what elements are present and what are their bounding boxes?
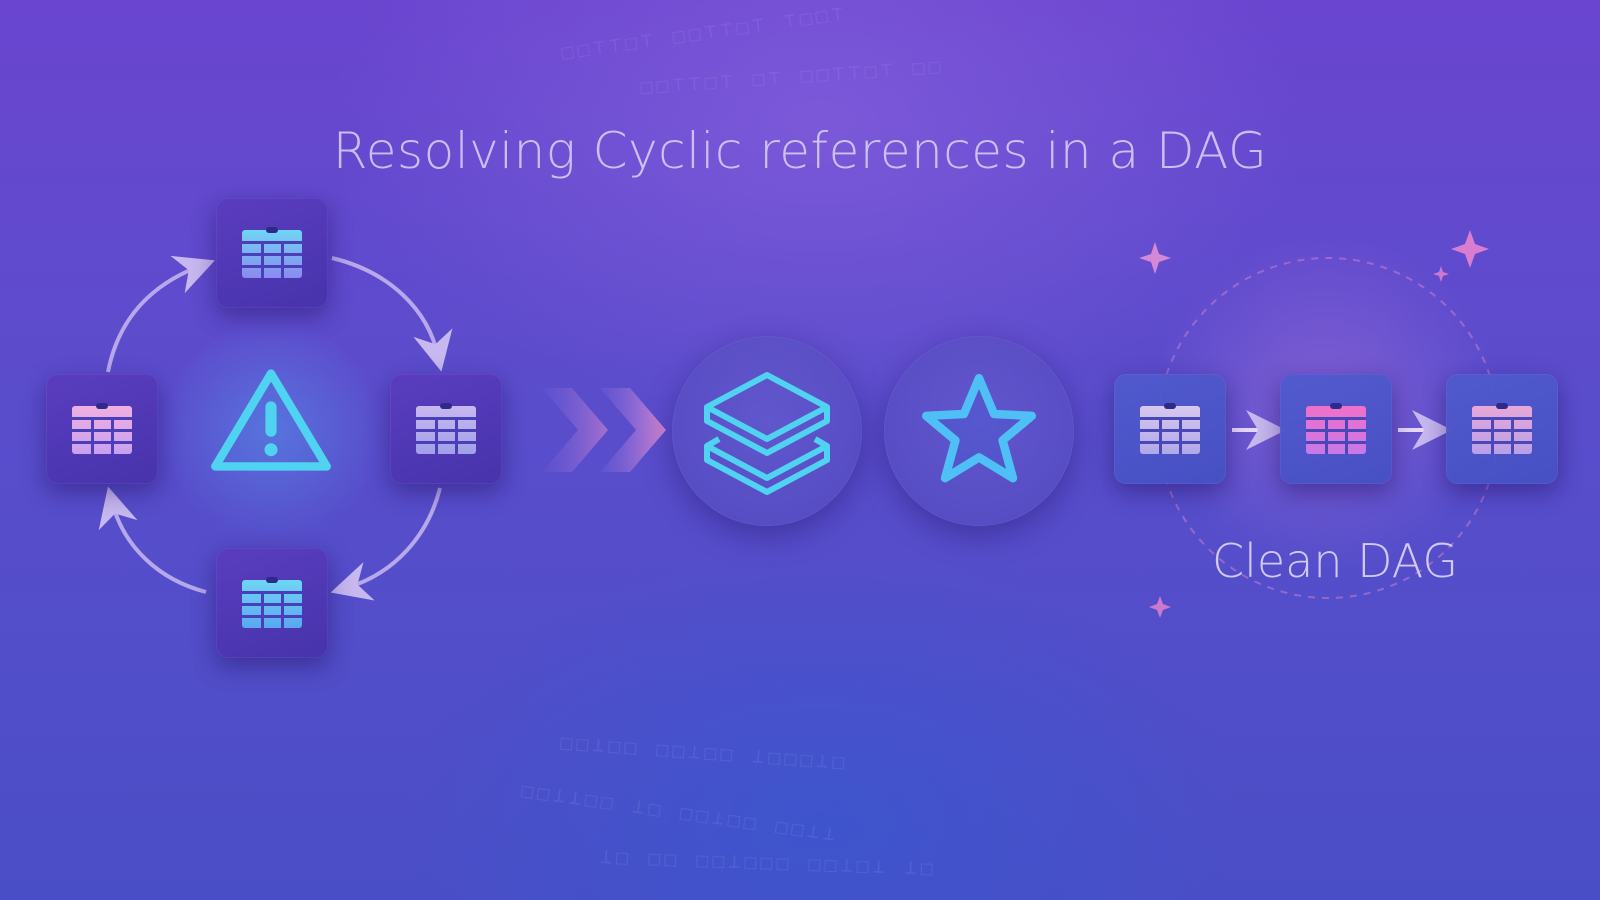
clean-dag-label: Clean DAG bbox=[1211, 534, 1459, 588]
cycle-node-bottom[interactable] bbox=[216, 548, 328, 658]
table-icon bbox=[242, 577, 302, 628]
sparkle-icon bbox=[1433, 266, 1449, 282]
cycle-arrow-left-top bbox=[106, 255, 215, 373]
cycle-arrow-top-right bbox=[331, 256, 453, 372]
table-icon bbox=[1472, 403, 1532, 454]
warning-triangle-icon bbox=[211, 369, 331, 471]
double-chevron-arrow-icon bbox=[542, 388, 666, 472]
clean-node-2[interactable] bbox=[1280, 374, 1392, 484]
clean-node-1[interactable] bbox=[1114, 374, 1226, 484]
sparkle-icon bbox=[1451, 230, 1489, 268]
star-process-circle bbox=[884, 336, 1074, 526]
diagram-title: Resolving Cyclic references in a DAG bbox=[332, 122, 1268, 180]
sparkle-icon bbox=[1139, 242, 1171, 274]
cycle-arrow-right-bottom bbox=[330, 487, 442, 601]
sparkle-icon bbox=[1149, 596, 1171, 618]
cycle-node-right[interactable] bbox=[390, 374, 502, 484]
table-icon bbox=[1306, 403, 1366, 454]
star-icon bbox=[921, 373, 1037, 483]
table-icon bbox=[416, 403, 476, 454]
table-icon bbox=[242, 227, 302, 278]
table-icon bbox=[72, 403, 132, 454]
table-icon bbox=[1140, 403, 1200, 454]
cycle-node-top[interactable] bbox=[216, 198, 328, 308]
cycle-node-left[interactable] bbox=[46, 374, 158, 484]
layers-stack-icon bbox=[704, 372, 830, 495]
clean-node-3[interactable] bbox=[1446, 374, 1558, 484]
cycle-arrow-bottom-left bbox=[98, 486, 207, 594]
layers-process-circle bbox=[672, 336, 862, 526]
